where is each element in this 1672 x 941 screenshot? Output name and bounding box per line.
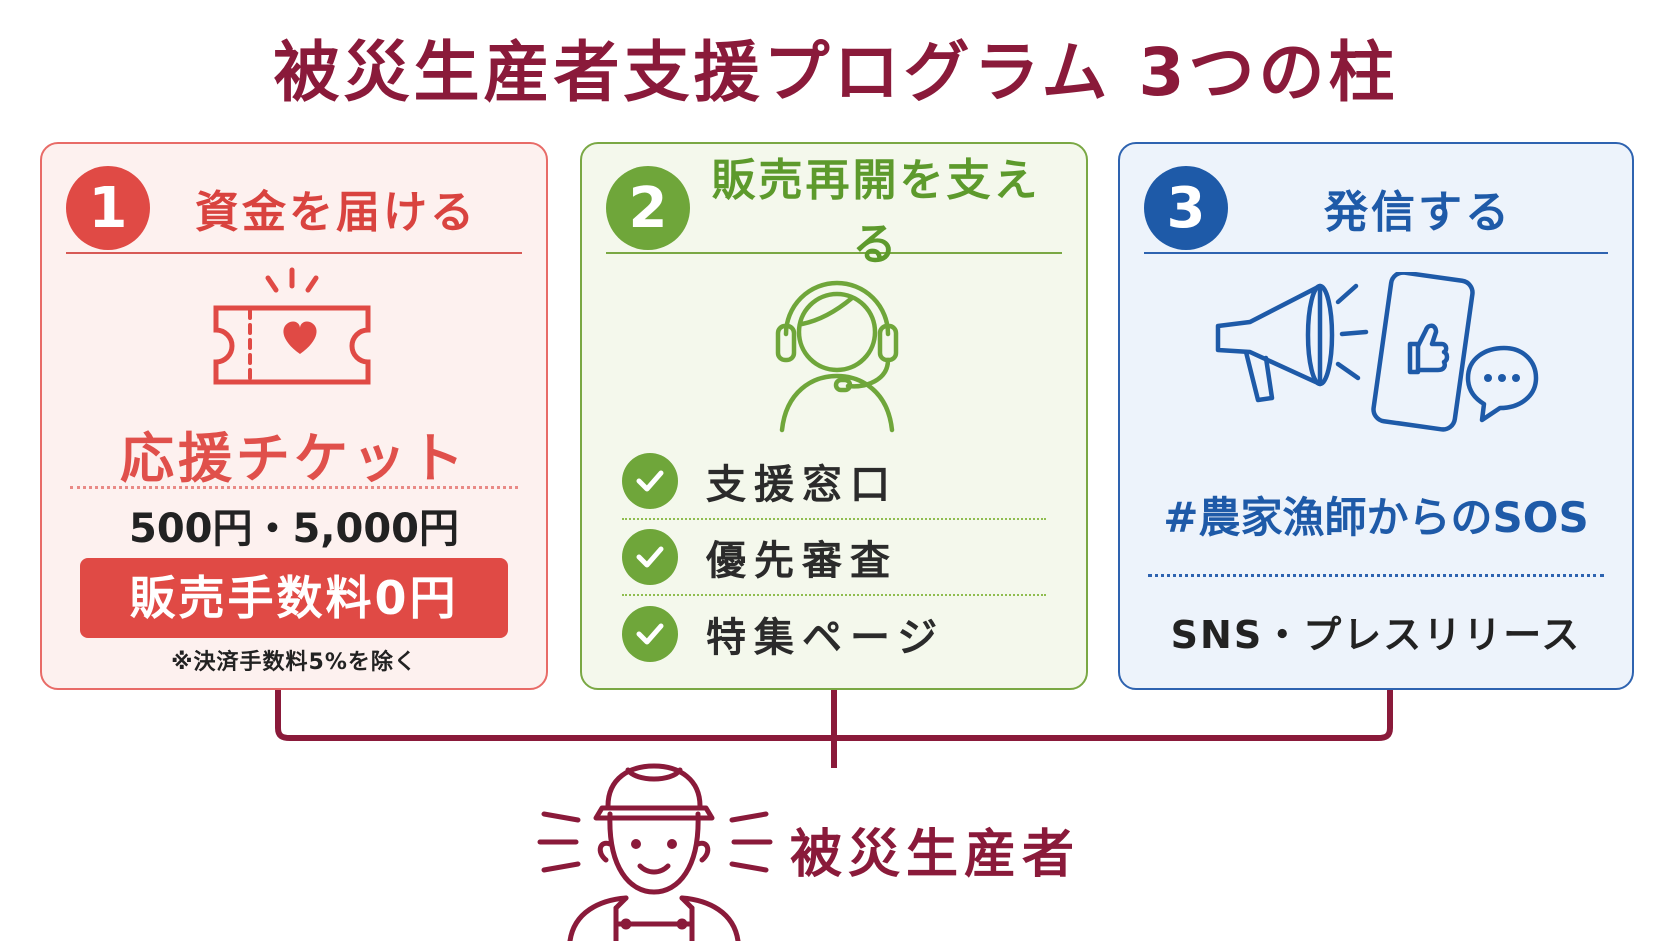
pillar-card-funding: 1 資金を届ける 応援チケット 500円・5,000円 販売手数料0円 ※決済手…: [40, 142, 548, 690]
headset-operator-icon: [775, 280, 899, 433]
pillar-header: 2 販売再開を支える: [606, 155, 1062, 270]
list-item-label: 優先審査: [706, 538, 898, 584]
list-item-label: 特集ページ: [706, 615, 946, 661]
list-item: 特集ページ: [622, 596, 1046, 672]
pillar-header: 3 発信する: [1144, 164, 1608, 254]
ticket-name: 応援チケット: [120, 427, 468, 490]
farmer-icon: [537, 763, 773, 941]
checkmark-icon: [622, 529, 678, 585]
heart-ticket-icon: [213, 267, 371, 385]
page-title: 被災生産者支援プログラム 3つの柱: [273, 34, 1399, 111]
ticket-price: 500円・5,000円: [128, 506, 460, 552]
pillar-number: 2: [606, 166, 690, 250]
list-item-label: 支援窓口: [706, 462, 898, 508]
pillar-number: 1: [66, 166, 150, 250]
list-item: 優先審査: [622, 520, 1046, 596]
hashtag: #農家漁師からのSOS: [1163, 493, 1589, 542]
pillar-title: 販売再開を支える: [711, 155, 1041, 270]
target-label: 被災生産者: [790, 825, 1081, 885]
fee-badge: 販売手数料0円: [80, 558, 508, 638]
pillar-title: 資金を届ける: [195, 187, 477, 238]
checkmark-icon: [622, 453, 678, 509]
pillar-card-publicity: 3 発信する #農家漁師からのSOS SNS・プレスリリース: [1118, 142, 1634, 690]
support-list: 支援窓口 優先審査 特集ページ: [622, 444, 1046, 672]
pillar-card-sales: 2 販売再開を支える 支援窓口 優先審査: [580, 142, 1088, 690]
checkmark-icon: [622, 606, 678, 662]
pillar-header: 1 資金を届ける: [66, 164, 522, 254]
media-channels: SNS・プレスリリース: [1170, 613, 1582, 657]
pillar-title: 発信する: [1324, 187, 1512, 238]
pillar-number: 3: [1144, 166, 1228, 250]
divider: [1148, 574, 1604, 577]
fee-note: ※決済手数料5%を除く: [171, 650, 417, 675]
list-item: 支援窓口: [622, 444, 1046, 520]
divider: [70, 486, 518, 489]
megaphone-smartphone-icon: [1215, 272, 1539, 432]
